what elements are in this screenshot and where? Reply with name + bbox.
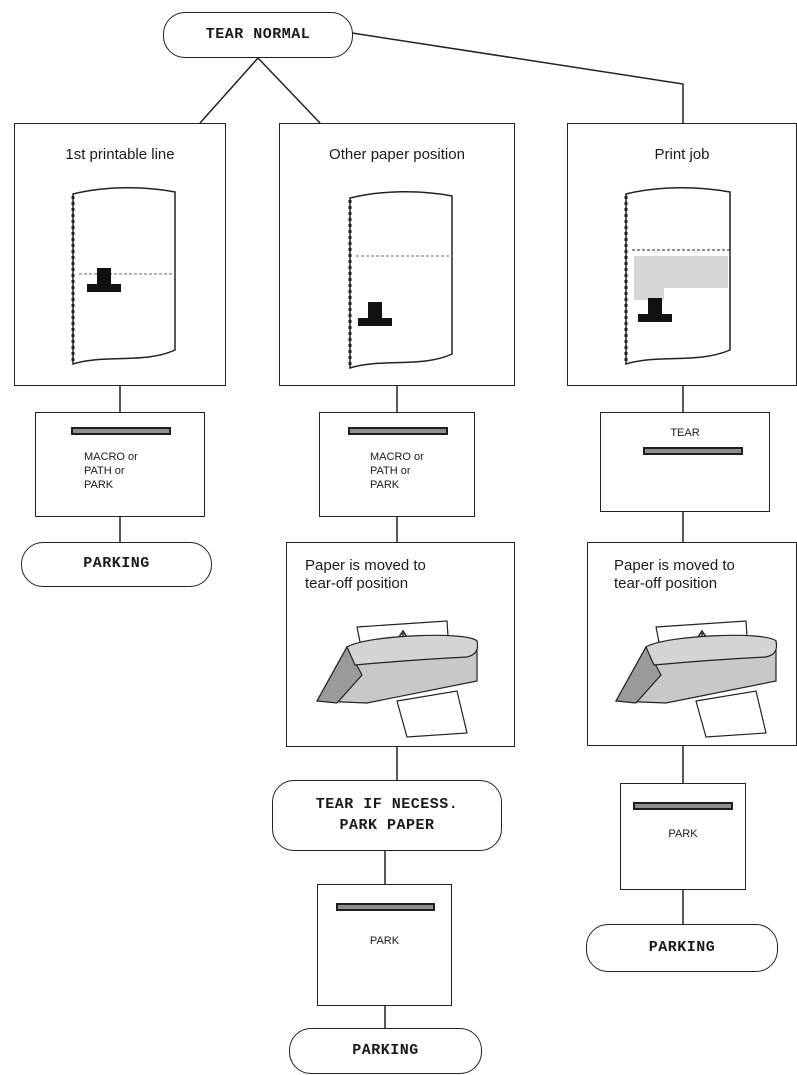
column3-paper-state-box: Print job — [567, 123, 797, 386]
column1-panel-line3: PARK — [84, 478, 114, 491]
column1-paper-state-box: 1st printable line — [14, 123, 226, 386]
column3-end-node: PARKING — [586, 924, 778, 972]
column2-control-panel: MACRO or PATH or PARK — [319, 412, 475, 517]
column3-park-panel: PARK — [620, 783, 746, 890]
column2-park-display-bar — [336, 903, 435, 911]
column3-panel-top-label: TEAR — [670, 427, 700, 439]
column1-panel-line2: PATH or — [84, 464, 125, 477]
column3-header: Print job — [654, 146, 710, 163]
column3-control-panel: TEAR — [600, 412, 770, 512]
column2-park-panel: PARK — [317, 884, 452, 1006]
column1-end-node: PARKING — [21, 542, 212, 587]
column1-display-bar — [71, 427, 171, 435]
column1-panel-line1: MACRO or — [84, 451, 138, 463]
column3-tear-off-box: Paper is moved to tear-off position — [587, 542, 797, 746]
column2-display-bar — [348, 427, 448, 435]
column2-park-label: PARK — [369, 935, 400, 947]
column1-control-panel: MACRO or PATH or PARK — [35, 412, 205, 517]
column2-panel-line1: MACRO or — [370, 451, 424, 463]
column2-moved-line2: tear-off position — [305, 575, 409, 592]
column2-moved-line1: Paper is moved to — [305, 557, 426, 574]
column3-display-bar — [643, 447, 743, 455]
connector-start-col3 — [351, 32, 684, 123]
column2-panel-line3: PARK — [370, 478, 400, 491]
column3-moved-line2: tear-off position — [614, 575, 718, 592]
column2-printer-illustration — [316, 620, 479, 738]
column2-paper-illustration — [348, 190, 453, 370]
column3-paper-illustration — [624, 186, 731, 366]
column2-panel-text: MACRO or PATH or PARK — [370, 451, 424, 492]
start-node: TEAR NORMAL — [163, 12, 353, 58]
column2-tear-prompt-node: TEAR IF NECESS. PARK PAPER — [272, 780, 502, 851]
column2-tear-off-box: Paper is moved to tear-off position — [286, 542, 515, 747]
column3-park-label: PARK — [668, 828, 698, 840]
column1-panel-text: MACRO or PATH or PARK — [84, 451, 138, 492]
column3-moved-line1: Paper is moved to — [614, 557, 735, 574]
column2-moved-text: Paper is moved to tear-off position — [305, 557, 426, 593]
column3-park-display-bar — [633, 802, 733, 810]
column2-panel-line2: PATH or — [370, 464, 411, 477]
column1-header: 1st printable line — [65, 146, 175, 163]
connector-start-col1 — [199, 57, 259, 124]
column2-end-node: PARKING — [289, 1028, 482, 1074]
column2-header: Other paper position — [329, 146, 465, 163]
column3-moved-text: Paper is moved to tear-off position — [614, 557, 735, 593]
connector-start-col2 — [257, 57, 321, 124]
column1-paper-illustration — [71, 186, 176, 366]
column2-paper-state-box: Other paper position — [279, 123, 515, 386]
column3-printer-illustration — [615, 620, 778, 738]
